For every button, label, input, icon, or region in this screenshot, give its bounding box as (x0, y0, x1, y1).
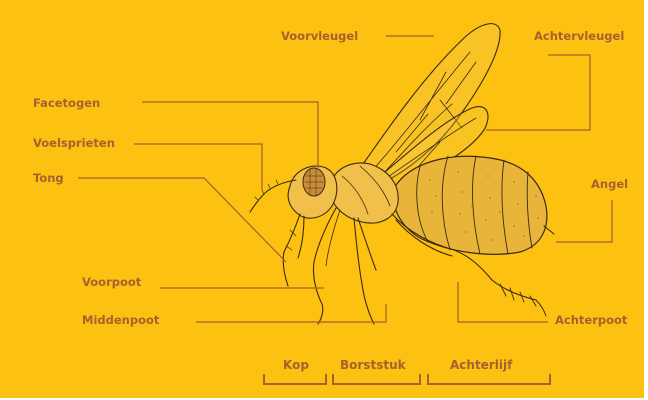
label-middenpoot: Middenpoot (82, 313, 159, 327)
leader-facetogen (142, 102, 318, 168)
leader-angel (556, 200, 612, 242)
section-label-kop: Kop (283, 358, 309, 372)
stinger (544, 226, 554, 234)
bracket-borststuk (333, 374, 420, 384)
mouthparts (283, 214, 304, 286)
label-achtervleugel: Achtervleugel (534, 29, 624, 43)
section-label-borststuk: Borststuk (340, 358, 406, 372)
label-voorvleugel: Voorvleugel (281, 29, 358, 43)
label-voelsprieten: Voelsprieten (33, 136, 115, 150)
middle-leg (354, 218, 376, 324)
leader-middenpoot (196, 304, 386, 322)
leader-achtervleugel (486, 55, 590, 130)
wasp-drawing (250, 24, 554, 324)
label-tong: Tong (33, 171, 64, 185)
abdomen-shape (393, 156, 547, 254)
bracket-kop (264, 374, 326, 384)
leader-tong (78, 178, 286, 262)
label-facetogen: Facetogen (33, 96, 100, 110)
label-achterpoot: Achterpoot (555, 313, 627, 327)
section-brackets (264, 374, 550, 384)
label-voorpoot: Voorpoot (82, 275, 141, 289)
front-leg (313, 208, 336, 324)
bracket-achterlijf (428, 374, 550, 384)
leader-voelsprieten (134, 144, 262, 190)
label-angel: Angel (591, 177, 628, 191)
hind-leg-tarsus (500, 284, 546, 316)
section-label-achterlijf: Achterlijf (450, 358, 512, 372)
